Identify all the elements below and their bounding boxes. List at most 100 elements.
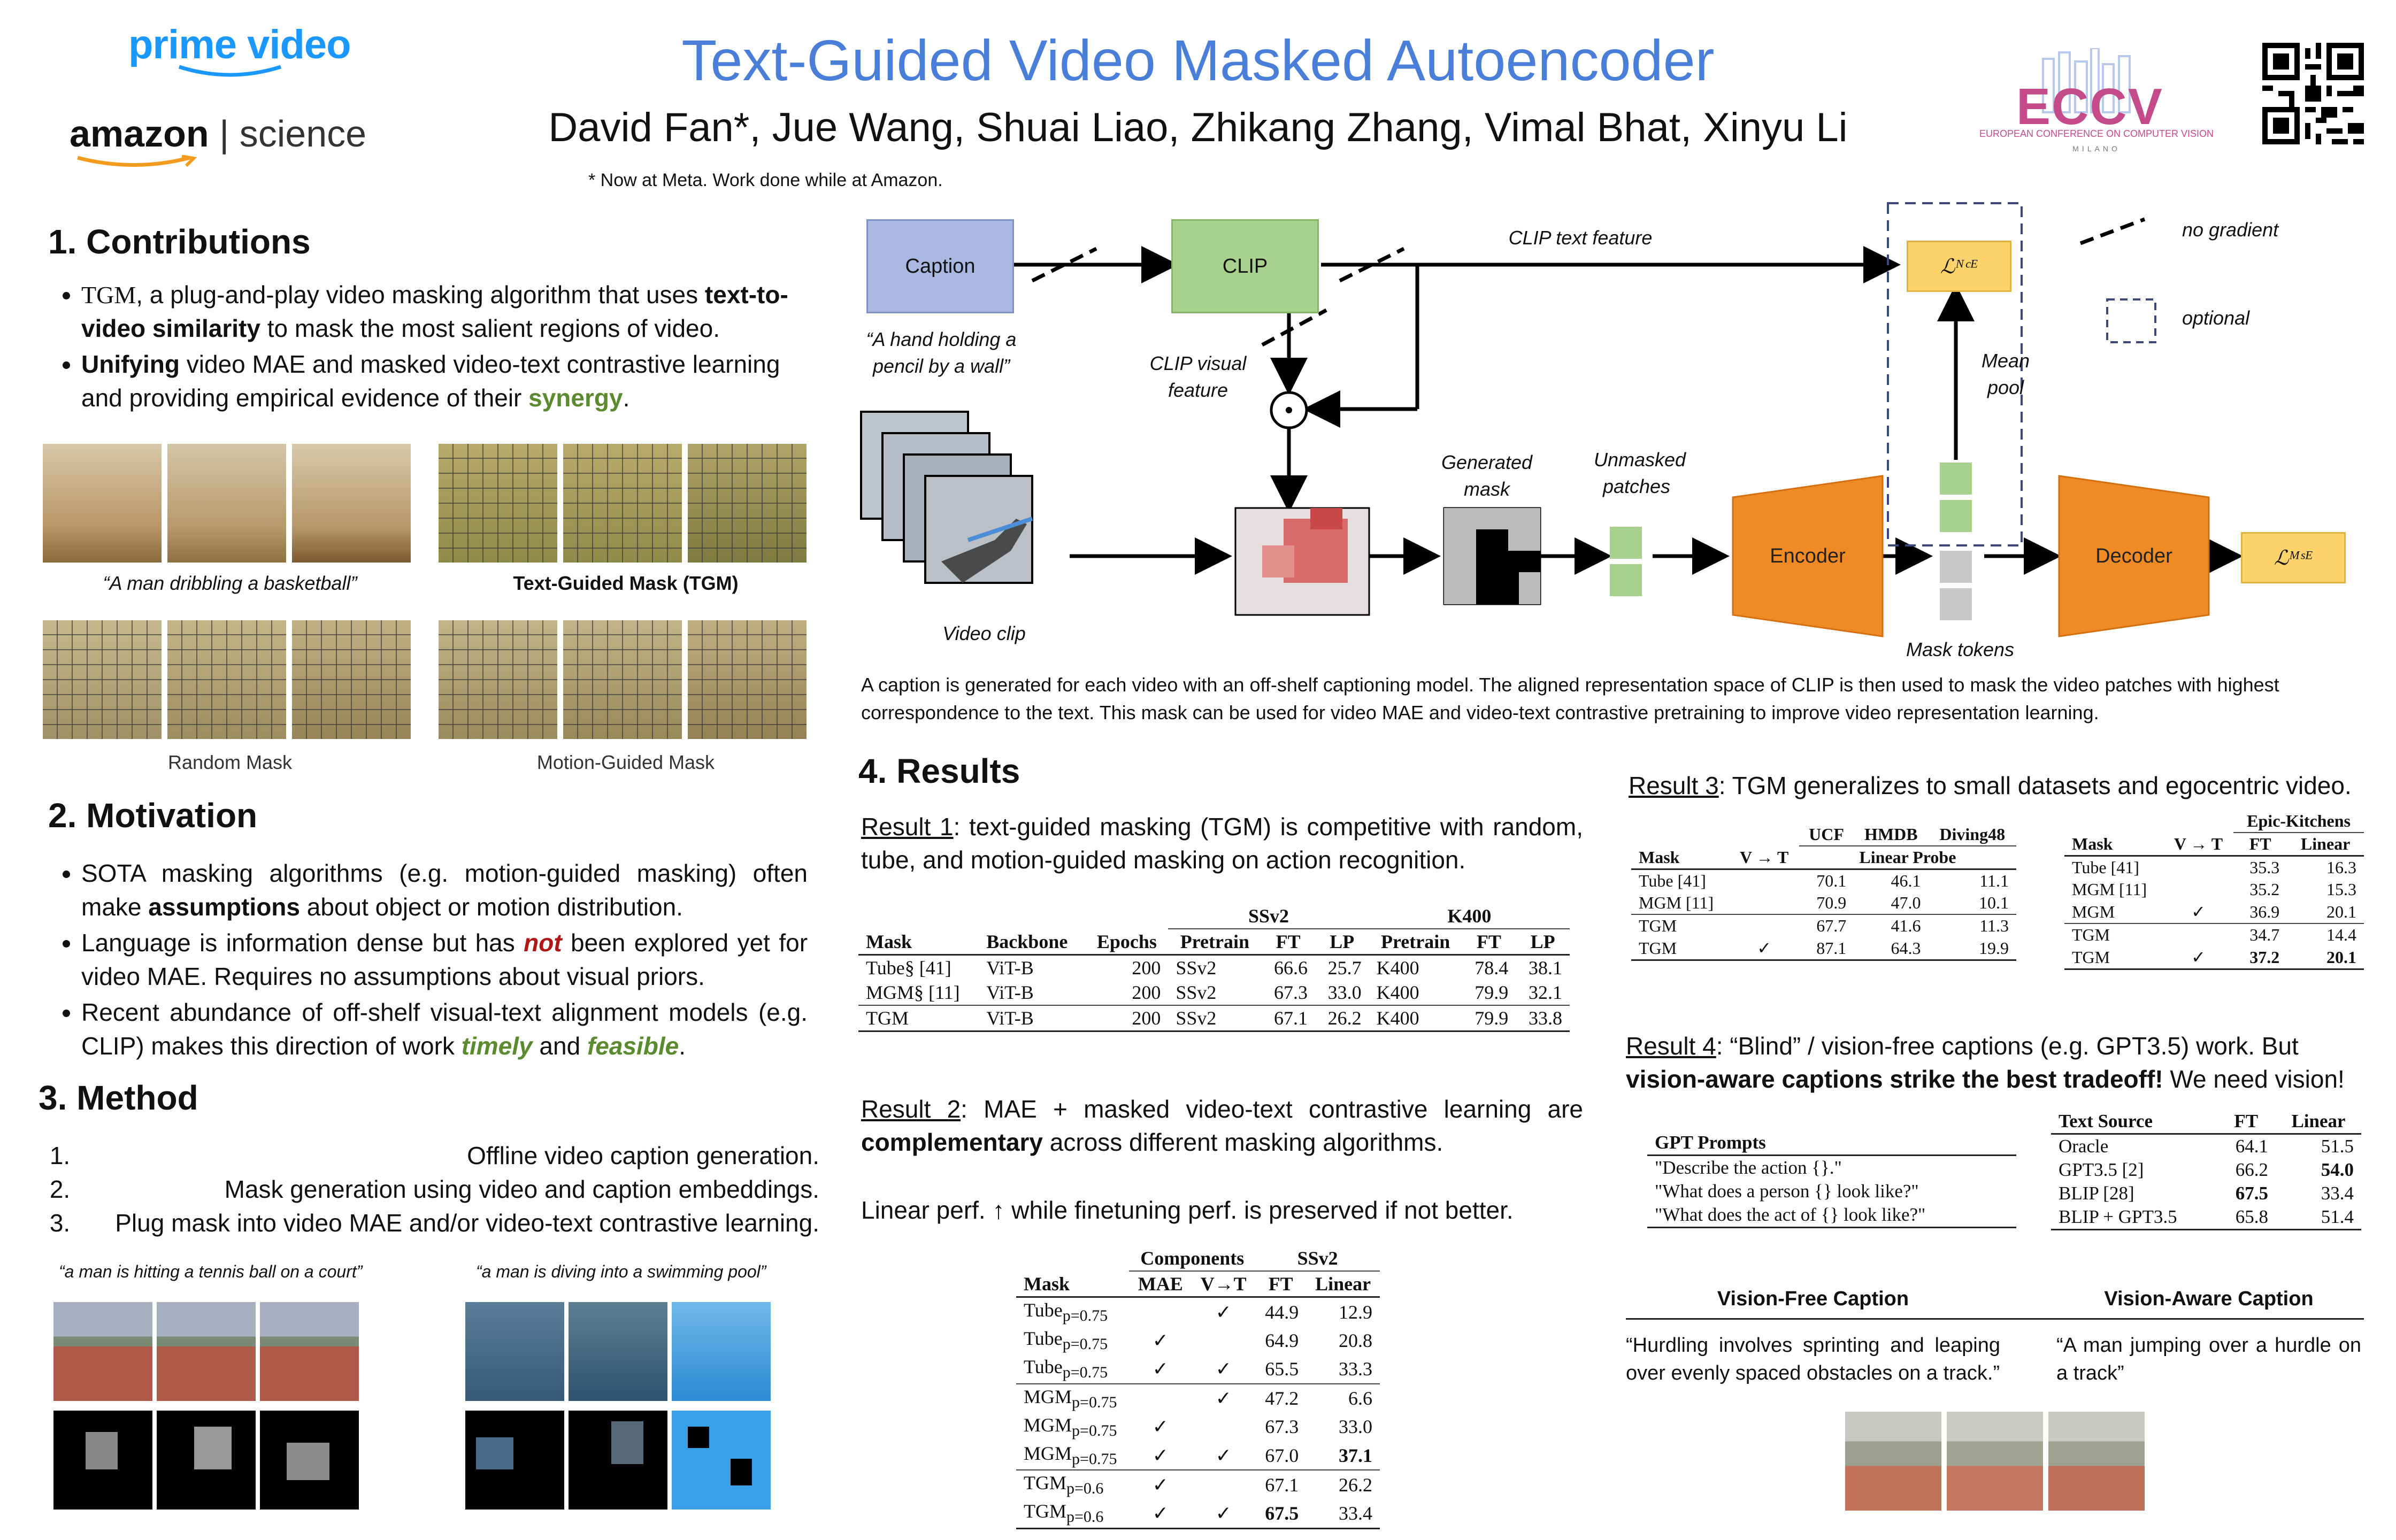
method-diagram: Caption CLIP “A hand holding a pencil by… — [856, 198, 2364, 663]
clip-box: CLIP — [1171, 219, 1319, 313]
mean-pool-label: Mean pool — [1981, 350, 2030, 398]
figure-caption: “A man dribbling a basketball” — [103, 572, 357, 594]
vision-aware-caption: “A man jumping over a hurdle on a track” — [2056, 1334, 2361, 1384]
motion-mask-frame — [439, 620, 557, 739]
unmasked-patches-label: Unmasked patches — [1594, 449, 1686, 497]
example-caption: “a man is hitting a tennis ball on a cou… — [59, 1262, 363, 1281]
figure-caption: Random Mask — [167, 751, 293, 773]
caption-box: Caption — [866, 219, 1014, 313]
random-mask-frame — [292, 620, 411, 739]
encoder-label: Encoder — [1770, 544, 1846, 567]
diving-frame — [569, 1302, 667, 1401]
result1-text: Result 1: text-guided masking (TGM) is c… — [861, 813, 1583, 874]
tennis-frame — [53, 1302, 152, 1401]
decoder-label: Decoder — [2095, 544, 2172, 567]
affiliation-footnote: * Now at Meta. Work done while at Amazon… — [588, 170, 943, 190]
video-clip-label: Video clip — [942, 622, 1026, 644]
hurdle-frame — [1947, 1412, 2043, 1511]
qr-code[interactable] — [2262, 43, 2364, 144]
tennis-mask — [157, 1411, 256, 1510]
motion-mask-frame — [563, 620, 682, 739]
vision-aware-title: Vision-Aware Caption — [2104, 1288, 2314, 1310]
clip-visual-feature-label: CLIP visual feature — [1149, 352, 1247, 401]
video-frame — [167, 444, 286, 563]
motivation-heading: 2. Motivation — [48, 796, 258, 835]
caption-divider — [1626, 1318, 2364, 1320]
diving-frame — [465, 1302, 564, 1401]
no-gradient-legend: no gradient — [2182, 219, 2279, 241]
author-list: David Fan*, Jue Wang, Shuai Liao, Zhikan… — [548, 105, 1848, 150]
result2-linear-note: Linear perf. ↑ while finetuning perf. is… — [861, 1196, 1514, 1224]
diving-frame — [672, 1302, 771, 1401]
figure-caption: Motion-Guided Mask — [536, 751, 715, 773]
motivation-item: Recent abundance of off-shelf visual-tex… — [81, 996, 808, 1063]
contribution-figure: “A man dribbling a basketball” Text-Guid… — [43, 444, 813, 797]
clip-text-feature-label: CLIP text feature — [1508, 227, 1653, 249]
science-logo-text: | science — [219, 113, 367, 155]
mse-loss-box: ℒᴹˢᴱ — [2241, 532, 2346, 583]
hurdle-frame — [1845, 1412, 1941, 1511]
nce-loss-box: ℒᴺᶜᴱ — [1907, 241, 2011, 292]
contribution-item: TGM, a plug-and-play video masking algor… — [81, 278, 808, 345]
table-row: "What does a person {} look like?" — [1655, 1181, 1919, 1202]
random-mask-frame — [167, 620, 286, 739]
amazon-science-logo: amazon | science — [70, 112, 366, 155]
motivation-list: SOTA masking algorithms (e.g. motion-gui… — [48, 857, 808, 1065]
video-frame — [292, 444, 411, 563]
motion-mask-frame — [688, 620, 807, 739]
results-heading: 4. Results — [858, 752, 1020, 790]
hurdle-frame — [2048, 1412, 2145, 1511]
result2-text: Result 2: MAE + masked video-text contra… — [861, 1095, 1583, 1156]
contributions-heading: 1. Contributions — [48, 222, 311, 261]
eccv-logo: ECCV EUROPEAN CONFERENCE ON COMPUTER VIS… — [1979, 48, 2214, 160]
table-row: "What does the act of {} look like?" — [1647, 1203, 2016, 1228]
generated-mask-label: Generated mask — [1441, 451, 1533, 500]
prime-video-smile-icon — [176, 64, 283, 80]
motivation-item: SOTA masking algorithms (e.g. motion-gui… — [81, 857, 808, 924]
method-step: Offline video caption generation. — [77, 1139, 819, 1173]
method-heading: 3. Method — [39, 1079, 198, 1117]
amazon-logo-text: amazon — [70, 113, 209, 155]
method-step: Plug mask into video MAE and/or video-te… — [77, 1206, 819, 1240]
caption-text: “A hand holding a pencil by a wall” — [866, 328, 1017, 377]
example-caption: “a man is diving into a swimming pool” — [476, 1262, 766, 1281]
diving-mask — [672, 1411, 771, 1510]
method-examples: “a man is hitting a tennis ball on a cou… — [48, 1262, 808, 1524]
vision-free-caption: “Hurdling involves sprinting and leaping… — [1626, 1334, 2000, 1384]
tgm-mask-frame — [688, 444, 807, 563]
paper-title: Text-Guided Video Masked Autoencoder — [681, 28, 1715, 93]
diving-mask — [465, 1411, 564, 1510]
hurdle-frames — [1845, 1412, 2145, 1511]
prime-video-logo: prime video — [128, 22, 351, 67]
video-frame — [43, 444, 162, 563]
tgm-mask-frame — [439, 444, 557, 563]
amazon-smile-icon — [75, 155, 198, 171]
tennis-frame — [260, 1302, 359, 1401]
contributions-list: TGM, a plug-and-play video masking algor… — [48, 278, 808, 417]
mask-tokens-label: Mask tokens — [1906, 638, 2015, 660]
